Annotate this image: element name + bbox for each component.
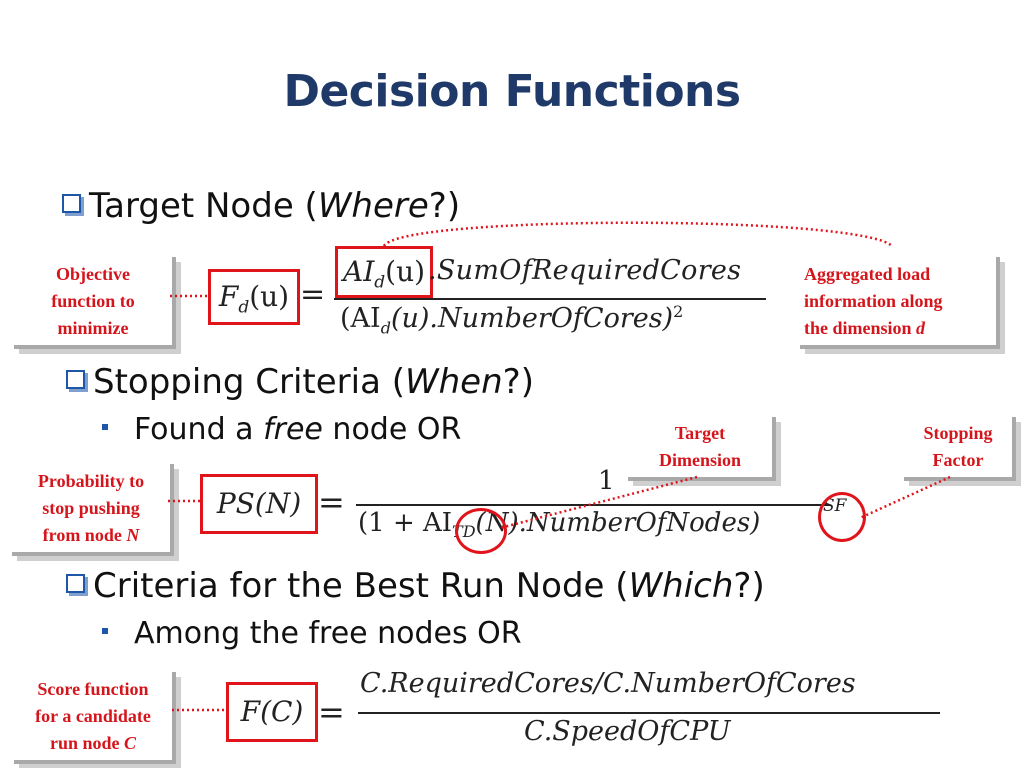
- callout-line: Factor: [932, 450, 984, 470]
- callout-variable: d: [916, 317, 926, 338]
- callout-target-dimension: Target Dimension: [628, 417, 776, 481]
- callout-line: the dimension d: [804, 315, 996, 342]
- bullet-emphasis: Where: [317, 186, 429, 226]
- bullet-text: Stopping Criteria (: [93, 362, 406, 402]
- callout-text: run node: [49, 732, 124, 753]
- callout-line: minimize: [57, 317, 129, 338]
- formula-ps-lhs: PS(N): [200, 474, 318, 534]
- checkbox-bullet-icon: [66, 370, 85, 389]
- sub-bullet-among-free-nodes: Among the free nodes OR: [102, 616, 522, 651]
- bullet-emphasis: When: [405, 362, 503, 402]
- callout-variable: C: [124, 732, 137, 753]
- math-subscript: d: [380, 318, 391, 338]
- bullet-text: Criteria for the Best Run Node (: [93, 566, 629, 606]
- callout-line: from node N: [12, 522, 170, 549]
- callout-aggregated-load: Aggregated load information along the di…: [800, 257, 1000, 349]
- fraction-line: [358, 712, 940, 714]
- connector-stopping-factor: [859, 475, 951, 520]
- callout-line: Objective: [56, 263, 130, 284]
- callout-line: Dimension: [658, 450, 741, 470]
- bullet-text: Among the free nodes OR: [134, 616, 522, 651]
- bullet-target-node: Target Node (Where?): [62, 186, 460, 226]
- bullet-emphasis: free: [263, 412, 323, 447]
- sub-bullet-found-free-node: Found a free node OR: [102, 412, 461, 447]
- callout-stopping-factor: Stopping Factor: [904, 417, 1016, 481]
- math-part: (AI: [340, 303, 381, 334]
- formula-fd-denominator: (AId(u).NumberOfCores)2: [340, 302, 683, 337]
- formula-ps-numerator: 1: [598, 466, 615, 496]
- square-bullet-icon: [102, 423, 108, 430]
- math-symbol: AI: [342, 255, 375, 288]
- math-part: (1 + AI: [358, 508, 453, 538]
- formula-fc-numerator: C.RequiredCores/C.NumberOfCores: [360, 668, 856, 699]
- callout-score-function: Score function for a candidate run node …: [14, 672, 176, 764]
- callout-text: from node: [42, 524, 127, 545]
- equals-sign: =: [318, 483, 345, 521]
- callout-line: for a candidate: [35, 705, 151, 726]
- formula-fc-lhs: F(C): [226, 682, 318, 742]
- math-exponent: 2: [673, 302, 684, 321]
- math-subscript: d: [238, 297, 250, 318]
- square-bullet-icon: [102, 627, 108, 634]
- math-arg: (u): [385, 255, 426, 288]
- math-symbol: F: [218, 280, 239, 313]
- callout-line: Score function: [37, 678, 149, 699]
- callout-line: Aggregated load: [804, 263, 931, 284]
- bullet-emphasis: Which: [628, 566, 734, 606]
- highlight-circle-td: [455, 508, 507, 554]
- callout-objective-function: Objective function to minimize: [14, 257, 176, 349]
- math-part: (u).NumberOfCores): [390, 303, 674, 334]
- callout-line: function to: [51, 290, 135, 311]
- fraction-line: [334, 298, 766, 300]
- callout-probability: Probability to stop pushing from node N: [12, 464, 174, 556]
- bullet-text-suffix: ?): [428, 186, 461, 226]
- callout-line: run node C: [14, 730, 172, 757]
- math-subscript: d: [374, 272, 386, 293]
- callout-text: the dimension: [804, 317, 917, 338]
- formula-fd-numerator-boxed: AId(u): [335, 246, 433, 298]
- fraction-line: [356, 504, 830, 506]
- connector-target-dimension: [499, 475, 698, 530]
- math-part: (N).NumberOfNodes): [475, 508, 761, 538]
- formula-fd-numerator-rest: .SumOfRequiredCores: [428, 255, 742, 286]
- math-arg: (u): [249, 280, 290, 313]
- checkbox-bullet-icon: [62, 194, 81, 213]
- callout-line: Target: [674, 423, 726, 443]
- callout-line: information along: [804, 290, 943, 311]
- callout-variable: N: [126, 524, 140, 545]
- checkbox-bullet-icon: [66, 574, 85, 593]
- callout-line: Stopping: [923, 423, 993, 443]
- bullet-stopping-criteria: Stopping Criteria (When?): [66, 362, 534, 402]
- bullet-text: Found a: [134, 412, 264, 447]
- formula-fc-denominator: C.SpeedOfCPU: [524, 716, 731, 747]
- slide-title: Decision Functions: [283, 66, 741, 117]
- bullet-text-suffix: ?): [502, 362, 534, 402]
- bullet-text-suffix: ?): [733, 566, 765, 606]
- equals-sign: =: [300, 277, 326, 312]
- bullet-text-suffix: node OR: [322, 412, 462, 447]
- formula-fd-lhs: Fd(u): [208, 269, 300, 325]
- highlight-circle-sf: [818, 492, 866, 542]
- callout-line: Probability to: [37, 470, 145, 491]
- bullet-best-run-node: Criteria for the Best Run Node (Which?): [66, 566, 765, 606]
- bullet-text: Target Node (: [89, 186, 318, 226]
- callout-line: stop pushing: [42, 497, 140, 518]
- connector-aggregated: [382, 221, 893, 247]
- equals-sign: =: [318, 693, 345, 731]
